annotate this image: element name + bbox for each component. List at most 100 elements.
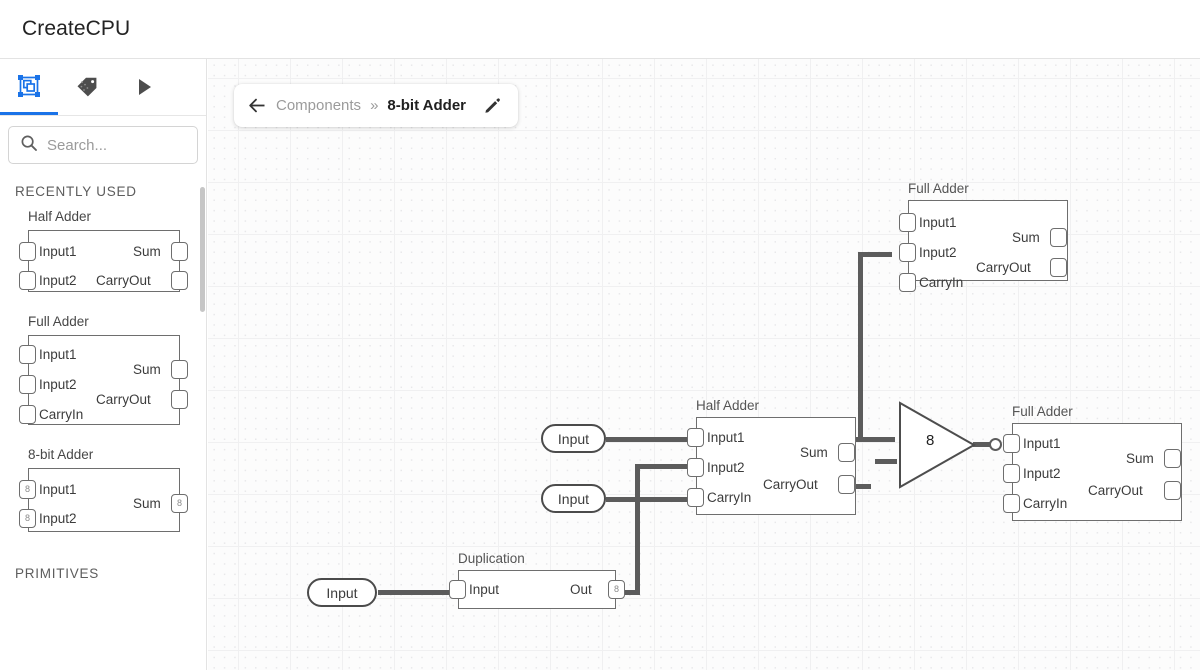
input-pin-2[interactable]: Input [541,484,606,513]
pin-label: CarryOut [976,260,1031,275]
input-pin-3[interactable] [19,405,36,424]
output-pin-1[interactable] [171,242,188,261]
pin-label: Input2 [39,377,77,392]
input-pin-3[interactable] [687,488,704,507]
pin-label: Input1 [39,482,77,497]
node-title: Full Adder [908,181,969,196]
input-pin-1[interactable] [1003,434,1020,453]
pin-label: Sum [800,445,828,460]
input-pin-2[interactable] [19,271,36,290]
node-full-adder-right[interactable]: Full Adder Input1 Input2 CarryIn Sum Car… [992,404,1192,524]
pin-label: CarryOut [763,477,818,492]
pin-label: CarryIn [919,275,964,290]
search-area [0,116,206,170]
wire-dup-out-h [612,590,640,595]
input-pin-2[interactable] [1003,464,1020,483]
pin-label: CarryOut [96,273,151,288]
input-pin-3[interactable] [899,273,916,292]
output-pin-2[interactable] [171,271,188,290]
input-pin-1[interactable] [899,213,916,232]
breadcrumb: Components » 8-bit Adder [234,84,519,127]
pin-label: Sum [1012,230,1040,245]
pencil-icon[interactable] [484,97,501,114]
pin-label: Input1 [39,244,77,259]
sidebar: RECENTLY USED Half Adder Input1 Input2 S… [0,59,207,670]
chip-body [1012,423,1182,521]
input-pin-1[interactable]: Input [541,424,606,453]
output-pin-2[interactable] [1050,258,1067,277]
pin-label: CarryOut [96,392,151,407]
pin-label: Input1 [707,430,745,445]
chip-body [908,200,1068,281]
breadcrumb-root[interactable]: Components [276,97,362,114]
pin-label: Input1 [1023,436,1061,451]
search-icon [20,134,38,157]
sidebar-component-label: Full Adder [28,314,89,329]
input-pin-1[interactable] [19,345,36,364]
tag-icon [75,75,99,99]
sidebar-scrollbar[interactable] [200,187,205,312]
node-full-adder-top[interactable]: Full Adder Input1 Input2 CarryIn Sum Car… [888,181,1078,292]
output-pin-2[interactable] [1164,481,1181,500]
search-box[interactable] [8,126,198,164]
tab-run[interactable] [116,59,174,115]
input-pin-2[interactable]: 8 [19,509,36,528]
node-title: Half Adder [696,398,760,413]
pin-label: Input2 [39,511,77,526]
chip-icon [17,74,41,98]
tab-tags[interactable] [58,59,116,115]
wire-to-bus-top [863,437,895,442]
wire-input3-to-carryin [606,497,694,502]
output-pin-1[interactable] [1164,449,1181,468]
section-recently-used: RECENTLY USED [15,184,137,199]
output-pin-1[interactable]: 8 [171,494,188,513]
pin-label: Input1 [39,347,77,362]
pin-label: Input2 [1023,466,1061,481]
pin-label: Input2 [39,273,77,288]
breadcrumb-current: 8-bit Adder [387,97,467,114]
output-pin-1[interactable] [1050,228,1067,247]
top-bar: CreateCPU [0,0,1200,59]
input-pin-2[interactable] [687,458,704,477]
output-pin-1[interactable] [838,443,855,462]
sidebar-tabbar [0,59,206,116]
node-title: Full Adder [1012,404,1073,419]
app-title: CreateCPU [22,17,131,40]
input-pin-1[interactable] [687,428,704,447]
section-primitives: PRIMITIVES [15,566,100,581]
wire-dup-to-input2 [635,464,695,469]
pin-label: Input1 [919,215,957,230]
input-pin-1[interactable] [449,580,466,599]
node-bus-merge[interactable]: 8 [892,399,1007,491]
wire-input-to-duplication [378,590,458,595]
search-input[interactable] [47,136,172,154]
output-pin-2[interactable] [838,475,855,494]
wire-dup-out-v [635,464,640,592]
sidebar-component-8bit-adder[interactable]: 8-bit Adder 8 8 8 Input1 Input2 Sum [0,441,206,550]
input-pin-3[interactable]: Input [307,578,377,607]
pin-label: CarryIn [1023,496,1068,511]
input-pin-1[interactable]: 8 [19,480,36,499]
tab-chips[interactable] [0,59,58,115]
output-pin-1[interactable]: 8 [608,580,625,599]
sidebar-component-full-adder[interactable]: Full Adder Input1 Input2 CarryIn Sum Car… [0,308,206,441]
bus-output-dot[interactable] [989,438,1002,451]
chip-body [696,417,856,515]
node-duplication[interactable]: Duplication 8 Input Out [449,551,634,611]
pin-label: Input [469,582,500,597]
input-pin-2[interactable] [19,375,36,394]
arrow-left-icon[interactable] [248,96,267,115]
input-pin-1[interactable] [19,242,36,261]
pin-label: CarryOut [1088,483,1143,498]
bus-width-value: 8 [926,432,935,449]
node-half-adder[interactable]: Half Adder Input1 Input2 CarryIn Sum Car… [678,398,868,518]
input-pin-2[interactable] [899,243,916,262]
output-pin-2[interactable] [171,390,188,409]
canvas[interactable]: Components » 8-bit Adder [208,59,1200,670]
wire-carryout-out [851,484,871,489]
input-pin-3[interactable] [1003,494,1020,513]
output-pin-1[interactable] [171,360,188,379]
sidebar-component-half-adder[interactable]: Half Adder Input1 Input2 Sum CarryOut [0,203,206,308]
wire-input1-to-halfadder [606,437,694,442]
